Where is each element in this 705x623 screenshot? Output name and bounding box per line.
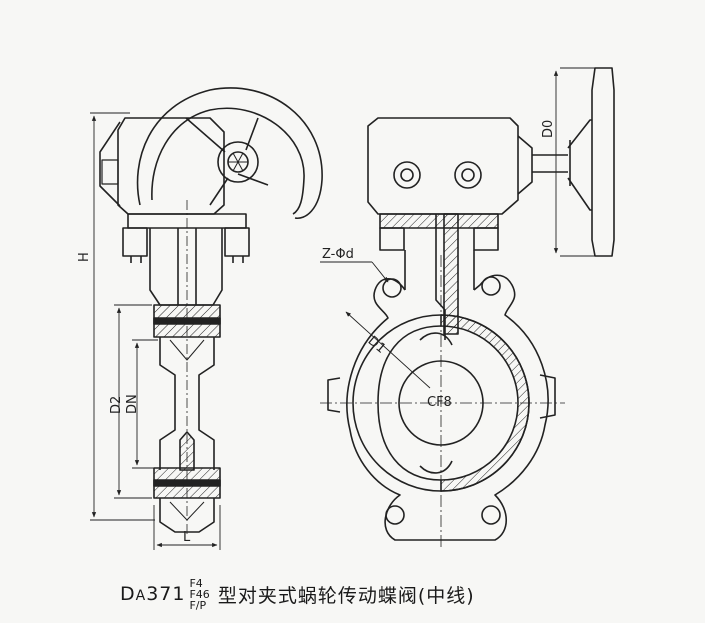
caption-seal-options: F4 F46 F/P (189, 576, 210, 612)
label-D0: D0 (541, 120, 556, 138)
label-z-phi-d: Z-Φd (322, 247, 354, 262)
side-gearbox (117, 117, 225, 215)
side-handwheel-arc (136, 87, 323, 219)
caption-model-code: DA371 (120, 583, 186, 605)
label-L: L (183, 530, 191, 545)
label-H: H (77, 252, 92, 262)
label-center-material: CF8 (427, 395, 452, 410)
front-gearbox-bolt-right (454, 161, 482, 189)
front-gearbox (367, 117, 519, 215)
caption-title: 型对夹式蜗轮传动蝶阀(中线) (217, 584, 475, 607)
label-D2: D2 (109, 396, 124, 414)
side-neck (149, 228, 223, 306)
front-gearbox-bolt-left (393, 161, 421, 189)
label-DN: DN (125, 394, 140, 414)
front-valve-body (346, 274, 549, 541)
drawing-caption: DA371 F4 F46 F/P 型对夹式蜗轮传动蝶阀(中线) (120, 576, 475, 612)
front-view (320, 67, 615, 550)
side-handwheel-hub (217, 141, 259, 183)
front-handwheel (591, 67, 615, 257)
side-view (90, 87, 323, 550)
